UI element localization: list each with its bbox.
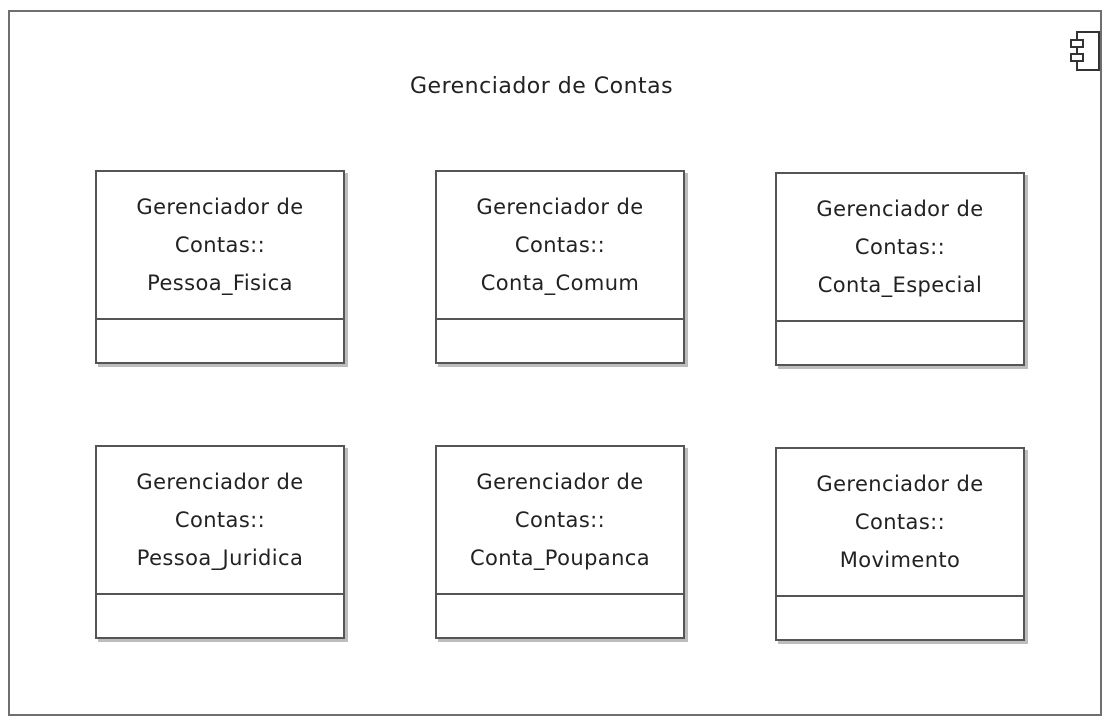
class-attributes-compartment [437, 320, 683, 364]
class-box-movimento[interactable]: Gerenciador de Contas:: Movimento [775, 447, 1025, 641]
class-name-line: Gerenciador de [476, 195, 644, 219]
class-name-line: Movimento [839, 548, 961, 572]
class-name-line: Gerenciador de [476, 470, 644, 494]
component-title: Gerenciador de Contas [410, 74, 674, 99]
class-box-conta-comum[interactable]: Gerenciador de Contas:: Conta_Comum [435, 170, 685, 364]
class-name-line: Gerenciador de [136, 470, 304, 494]
class-name: Gerenciador de Contas:: Conta_Especial [777, 174, 1023, 322]
class-box-conta-especial[interactable]: Gerenciador de Contas:: Conta_Especial [775, 172, 1025, 366]
class-name: Gerenciador de Contas:: Conta_Comum [437, 172, 683, 320]
class-name-line: Pessoa_Juridica [136, 546, 304, 570]
class-name-line: Contas:: [514, 508, 606, 532]
class-name-line: Contas:: [174, 508, 266, 532]
class-attributes-compartment [97, 595, 343, 639]
class-name-line: Contas:: [854, 235, 946, 259]
class-name: Gerenciador de Contas:: Movimento [777, 449, 1023, 597]
class-name-line: Gerenciador de [816, 472, 984, 496]
component-frame [8, 10, 1102, 716]
class-attributes-compartment [97, 320, 343, 364]
class-name-line: Conta_Especial [817, 273, 983, 297]
class-name: Gerenciador de Contas:: Conta_Poupanca [437, 447, 683, 595]
class-name-line: Contas:: [854, 510, 946, 534]
class-name-line: Pessoa_Fisica [147, 271, 293, 295]
class-name: Gerenciador de Contas:: Pessoa_Juridica [97, 447, 343, 595]
component-icon [1070, 31, 1100, 71]
class-box-pessoa-juridica[interactable]: Gerenciador de Contas:: Pessoa_Juridica [95, 445, 345, 639]
class-name-line: Contas:: [174, 233, 266, 257]
class-attributes-compartment [777, 597, 1023, 641]
class-name-line: Contas:: [514, 233, 606, 257]
class-attributes-compartment [777, 322, 1023, 366]
class-box-pessoa-fisica[interactable]: Gerenciador de Contas:: Pessoa_Fisica [95, 170, 345, 364]
class-box-conta-poupanca[interactable]: Gerenciador de Contas:: Conta_Poupanca [435, 445, 685, 639]
class-name-line: Gerenciador de [816, 197, 984, 221]
class-name: Gerenciador de Contas:: Pessoa_Fisica [97, 172, 343, 320]
class-name-line: Gerenciador de [136, 195, 304, 219]
class-attributes-compartment [437, 595, 683, 639]
class-name-line: Conta_Comum [480, 271, 640, 295]
class-name-line: Conta_Poupanca [469, 546, 651, 570]
